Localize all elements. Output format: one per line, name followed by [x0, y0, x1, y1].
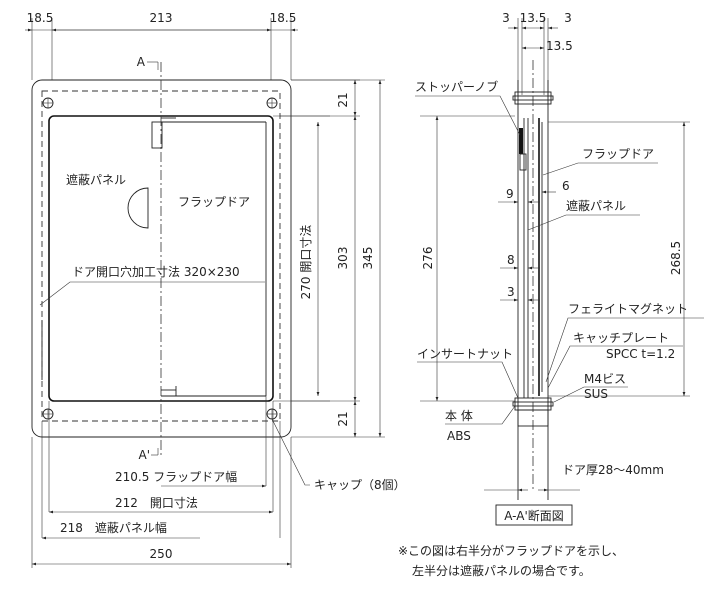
screw-caps — [42, 97, 278, 420]
dim-9: 9 — [506, 187, 514, 201]
dim-270-opening: 270 開口寸法 — [299, 225, 313, 300]
cap-icon — [266, 97, 278, 109]
dim-top-mid: 213 — [150, 11, 173, 25]
label-insert-nut: インサートナット — [417, 347, 513, 361]
finger-notch — [127, 187, 149, 229]
section-mark-top: A — [137, 55, 146, 69]
cap-icon — [266, 408, 278, 420]
dim-8: 8 — [507, 253, 515, 267]
dim-21-bottom: 21 — [336, 411, 350, 426]
dim-top-left: 18.5 — [27, 11, 54, 25]
section-view: 3 13.5 3 13.5 276 268.5 — [415, 11, 704, 526]
dim-top-right: 18.5 — [270, 11, 297, 25]
label-door-hole: ドア開口穴加工寸法 320×230 — [72, 264, 240, 279]
dim-21-top: 21 — [336, 92, 350, 107]
dim-268-5: 268.5 — [669, 241, 683, 275]
dim-303: 303 — [336, 247, 350, 270]
note-line-1: ※この図は右半分がフラップドアを示し、 — [398, 543, 624, 558]
dim-276: 276 — [421, 247, 435, 270]
label-m4-screw: M4ビス — [584, 372, 626, 386]
dim-212: 212 開口寸法 — [115, 496, 198, 510]
front-view: 18.5 213 18.5 A A' — [25, 11, 406, 568]
stopper-knob-section — [519, 128, 523, 154]
label-ferrite-magnet: フェライトマグネット — [568, 302, 688, 316]
dim-218: 218 遮蔽パネル幅 — [60, 520, 167, 535]
dim-345: 345 — [361, 247, 375, 270]
section-mark-bottom: A' — [138, 448, 150, 462]
label-shield-panel: 遮蔽パネル — [66, 172, 126, 187]
cap-icon — [42, 97, 54, 109]
dim-3-right: 3 — [564, 11, 572, 25]
label-flap-door-section: フラップドア — [582, 147, 654, 161]
dim-210-5: 210.5 フラップドア幅 — [115, 469, 237, 484]
panel-outline — [41, 90, 281, 422]
label-catch-plate-material: SPCC t=1.2 — [606, 347, 675, 361]
dim-13-5-top: 13.5 — [520, 11, 547, 25]
outer-frame — [31, 79, 292, 438]
label-m4-material: SUS — [584, 387, 608, 401]
dim-6: 6 — [562, 179, 570, 193]
note-line-2: 左半分は遮蔽パネルの場合です。 — [412, 563, 591, 578]
label-shield-panel-section: 遮蔽パネル — [566, 198, 626, 213]
label-stopper-knob: ストッパーノブ — [415, 79, 498, 94]
dim-250: 250 — [150, 547, 173, 561]
label-door-thickness: ドア厚28～40mm — [562, 463, 664, 477]
label-body: 本 体 — [445, 409, 473, 423]
cap-icon — [42, 408, 54, 420]
dim-13-5-lower: 13.5 — [546, 39, 573, 53]
label-body-material: ABS — [447, 429, 471, 443]
label-catch-plate: キャッチプレート — [573, 331, 669, 345]
dim-3-left: 3 — [502, 11, 510, 25]
label-cap: キャップ（8個） — [314, 478, 406, 492]
section-caption: A-A'断面図 — [504, 508, 564, 523]
section-caption-box — [495, 504, 573, 526]
stopper-knob-front — [151, 121, 163, 149]
dim-3-inner: 3 — [507, 285, 515, 299]
label-flap-door: フラップドア — [178, 195, 250, 209]
